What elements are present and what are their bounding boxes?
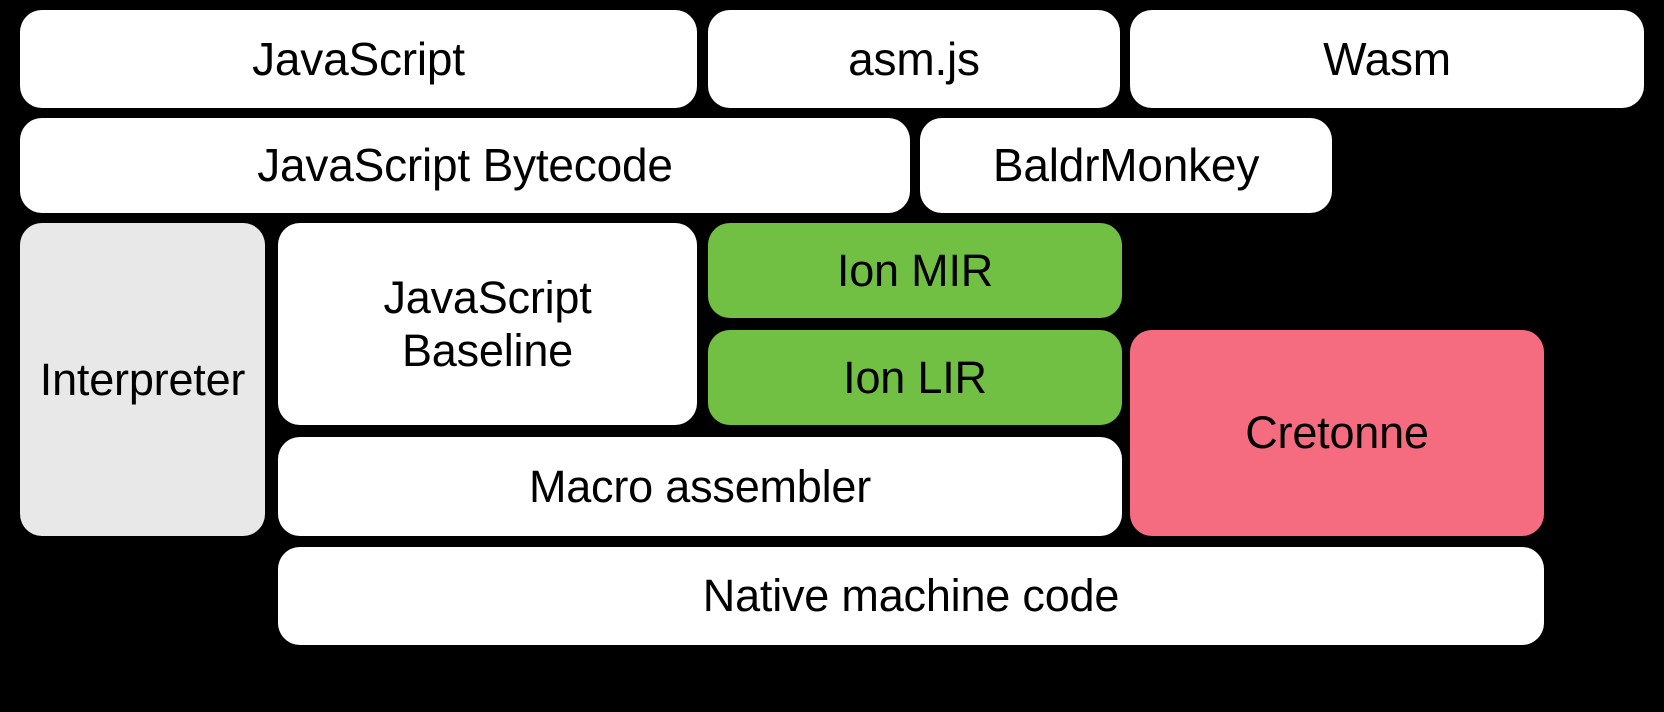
node-native-machine-code[interactable]: Native machine code <box>278 547 1544 645</box>
node-interpreter[interactable]: Interpreter <box>20 223 265 536</box>
node-baldrmonkey[interactable]: BaldrMonkey <box>920 118 1332 213</box>
node-ion-lir[interactable]: Ion LIR <box>708 330 1122 425</box>
node-javascript[interactable]: JavaScript <box>20 10 697 108</box>
node-ion-mir[interactable]: Ion MIR <box>708 223 1122 318</box>
node-javascript-baseline[interactable]: JavaScript Baseline <box>278 223 697 425</box>
node-wasm[interactable]: Wasm <box>1130 10 1644 108</box>
node-cretonne[interactable]: Cretonne <box>1130 330 1544 536</box>
node-macro-assembler[interactable]: Macro assembler <box>278 437 1122 536</box>
node-asm-js[interactable]: asm.js <box>708 10 1120 108</box>
node-javascript-bytecode[interactable]: JavaScript Bytecode <box>20 118 910 213</box>
